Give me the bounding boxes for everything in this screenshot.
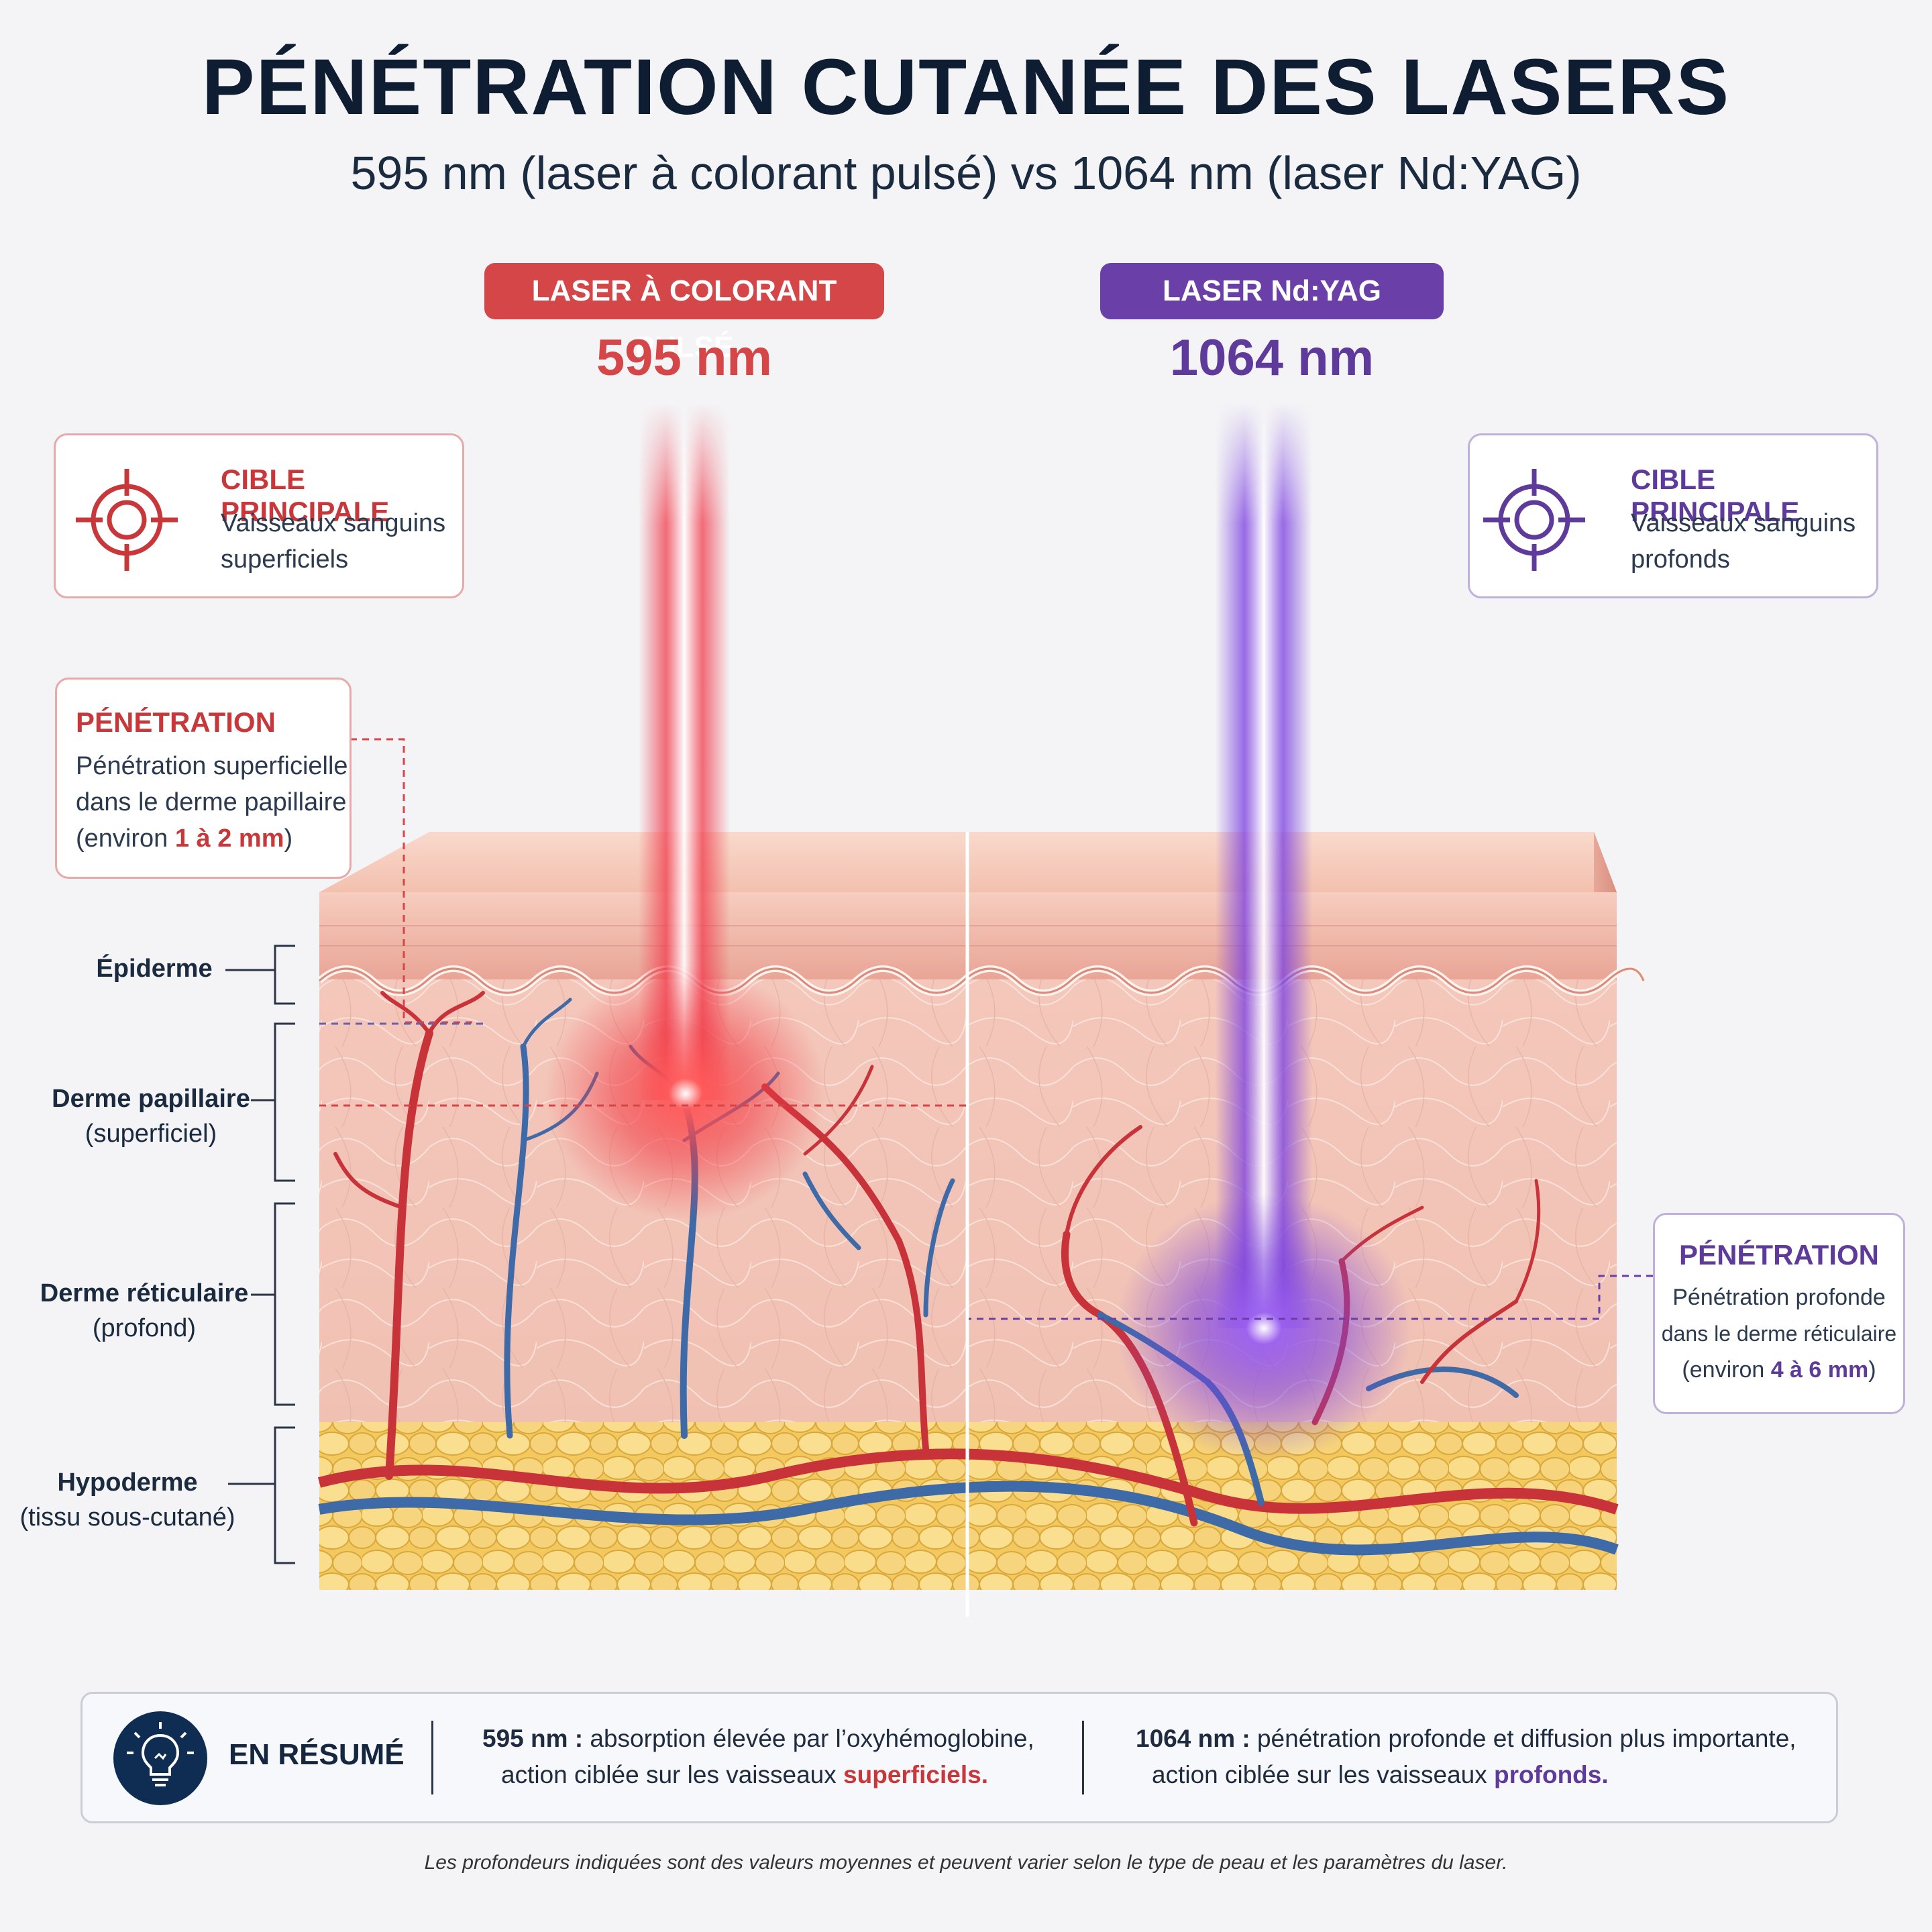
layer-label-reticular-dermis: Derme réticulaire(profond) [40, 1279, 249, 1342]
penetration-heading: PÉNÉTRATION [76, 706, 276, 738]
summary-left: 595 nm : absorption élevée par l’oxyhémo… [482, 1725, 1034, 1788]
target-line-2: superficiels [221, 545, 349, 574]
summary-divider [1082, 1721, 1084, 1794]
wavelength-595: 595 nm [596, 329, 772, 386]
penetration-heading: PÉNÉTRATION [1679, 1239, 1879, 1271]
target-icon [76, 469, 178, 571]
penetration-line-2: dans le derme papillaire [76, 788, 347, 816]
target-card-1064: CIBLE PRINCIPALE Vaisseaux sanguins prof… [1468, 433, 1878, 598]
summary-right: 1064 nm : pénétration profonde et diffus… [1136, 1725, 1796, 1788]
penetration-card-1064: PÉNÉTRATION Pénétration profonde dans le… [1653, 1213, 1905, 1414]
target-heading: CIBLE PRINCIPALE [221, 464, 390, 527]
penetration-depth: 1 à 2 mm [174, 824, 284, 853]
layer-label-epidermis: Épiderme [96, 955, 213, 983]
penetration-line-3: (environ 1 à 2 mm) [76, 824, 293, 853]
penetration-line-3: (environ 4 à 6 mm) [1682, 1357, 1876, 1383]
penetration-line-1: Pénétration profonde [1672, 1285, 1886, 1310]
penetration-depth: 4 à 6 mm [1770, 1357, 1869, 1383]
page-title: PÉNÉTRATION CUTANÉE DES LASERS [201, 43, 1731, 131]
page-subtitle: 595 nm (laser à colorant pulsé) vs 1064 … [350, 147, 1582, 199]
target-card-595: CIBLE PRINCIPALE Vaisseaux sanguins supe… [54, 433, 464, 598]
footnote: Les profondeurs indiquées sont des valeu… [424, 1851, 1508, 1874]
target-line-1: Vaisseaux sanguins [1631, 509, 1856, 537]
lightbulb-icon [113, 1711, 207, 1805]
layer-label-hypodermis: Hypoderme(tissu sous-cutané) [19, 1468, 235, 1532]
penetration-line-2: dans le derme réticulaire [1661, 1322, 1897, 1346]
target-icon [1483, 469, 1585, 571]
target-heading: CIBLE PRINCIPALE [1631, 464, 1800, 527]
summary-divider [431, 1721, 433, 1794]
penetration-card-595: PÉNÉTRATION Pénétration superficielle da… [55, 678, 352, 879]
layer-label-papillary-dermis: Derme papillaire(superficiel) [52, 1085, 250, 1148]
target-line-1: Vaisseaux sanguins [221, 509, 446, 537]
summary-heading: EN RÉSUMÉ [229, 1738, 405, 1771]
penetration-line-1: Pénétration superficielle [76, 752, 348, 780]
laser-label-595: LASER À COLORANT PULSÉ [484, 263, 884, 364]
target-line-2: profonds [1631, 545, 1730, 574]
wavelength-1064: 1064 nm [1169, 329, 1375, 386]
summary-box: EN RÉSUMÉ 595 nm : absorption élevée par… [80, 1692, 1838, 1823]
laser-label-1064: LASER Nd:YAG [1100, 263, 1444, 319]
